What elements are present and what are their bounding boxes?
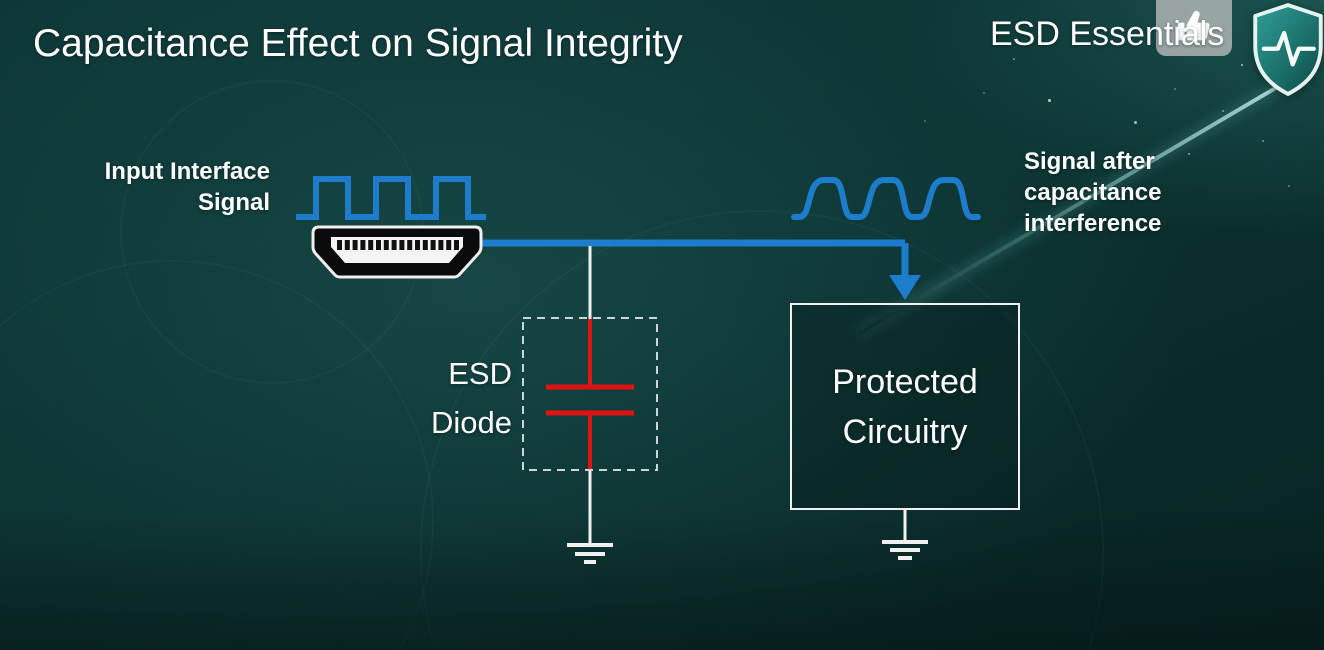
brand-title: ESD Essentials bbox=[990, 15, 1225, 53]
signal-bus-line bbox=[481, 239, 909, 277]
esd-shield-logo bbox=[1249, 1, 1324, 103]
protected-circuitry-box: Protected Circuitry bbox=[790, 303, 1020, 510]
output-signal-label: Signal after capacitance interference bbox=[1024, 146, 1214, 239]
page-title: Capacitance Effect on Signal Integrity bbox=[33, 22, 683, 65]
esd-diode-label: ESD Diode bbox=[380, 349, 512, 447]
input-signal-waveform bbox=[296, 176, 486, 220]
protected-circuitry-line2: Circuitry bbox=[842, 412, 968, 451]
ground-left-icon bbox=[567, 543, 613, 564]
arrow-head-icon bbox=[889, 275, 921, 300]
input-signal-label-line2: Signal bbox=[197, 189, 270, 216]
output-signal-label-line3: interference bbox=[1024, 210, 1162, 237]
output-signal-label-line1: Signal after bbox=[1024, 148, 1155, 175]
shield-icon bbox=[1253, 3, 1323, 96]
esd-diode-label-line1: ESD bbox=[448, 356, 512, 391]
esd-diode-label-line2: Diode bbox=[431, 405, 512, 440]
input-signal-label-line1: Input Interface bbox=[104, 158, 270, 185]
hdmi-connector-icon bbox=[311, 225, 483, 279]
output-signal-label-line2: capacitance bbox=[1024, 179, 1162, 206]
esd-capacitor-icon bbox=[546, 319, 634, 469]
ground-right-icon bbox=[882, 540, 928, 560]
distorted-signal-waveform bbox=[791, 177, 981, 220]
protected-circuitry-line1: Protected bbox=[832, 362, 978, 401]
input-signal-label: Input Interface Signal bbox=[60, 156, 270, 218]
